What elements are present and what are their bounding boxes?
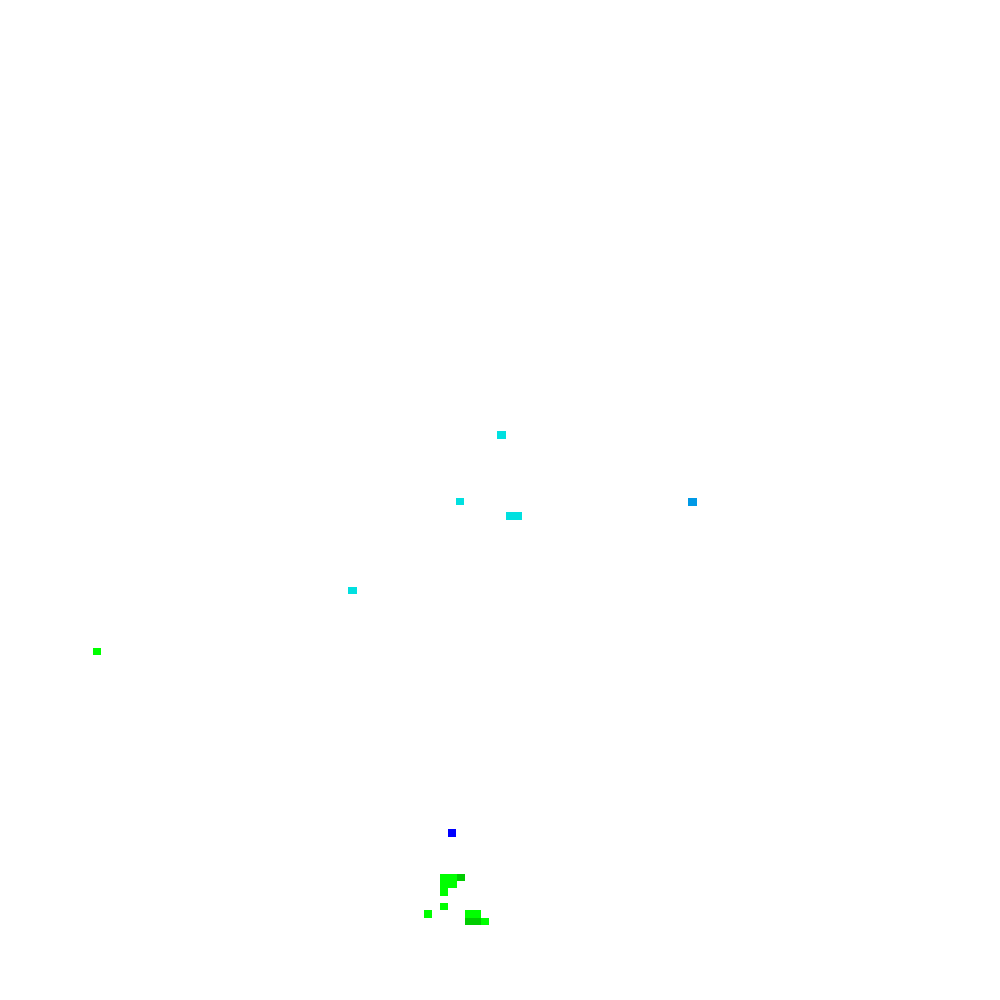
pixel-cell-cyan — [497, 431, 506, 439]
pixel-cell-green — [440, 903, 448, 910]
pixel-cell-cyan — [348, 587, 357, 594]
pixel-cell-green — [440, 874, 457, 888]
pixel-cell-dark-green — [457, 874, 465, 881]
pixel-cell-green — [440, 888, 448, 896]
pixel-cell-cyan — [506, 512, 522, 520]
pixel-cell-sky-blue — [688, 498, 697, 506]
pixel-cell-green — [465, 910, 481, 918]
pixel-cell-cyan — [456, 498, 464, 505]
pixel-cell-dark-green — [465, 918, 481, 925]
pixel-cells — [93, 431, 697, 925]
pixel-cell-green — [481, 918, 489, 925]
pixel-cell-green — [93, 648, 101, 655]
pixel-cell-blue — [448, 829, 456, 837]
pixel-cell-green — [424, 910, 432, 918]
